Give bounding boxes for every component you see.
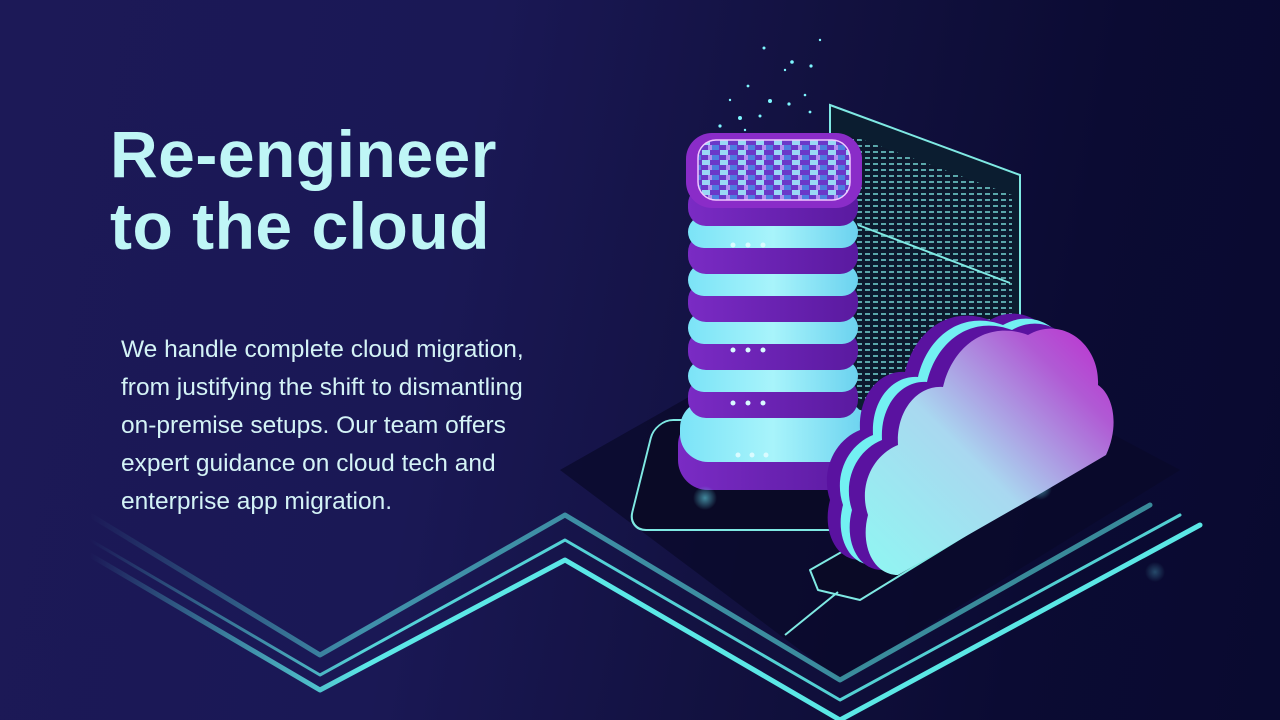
- description-line: enterprise app migration.: [121, 488, 393, 515]
- data-particles: [718, 38, 822, 132]
- description-paragraph: We handle complete cloud migration, from…: [121, 331, 591, 521]
- description-line: We handle complete cloud migration,: [121, 336, 524, 363]
- cloud-shape: [826, 313, 1114, 575]
- description-line: on-premise setups. Our team offers: [121, 412, 506, 439]
- description-line: from justifying the shift to dismantling: [121, 374, 523, 401]
- title-line-2: to the cloud: [110, 189, 490, 263]
- description-line: expert guidance on cloud tech and: [121, 450, 496, 477]
- server-stack: [678, 133, 868, 490]
- page-title: Re-engineer to the cloud: [110, 118, 497, 262]
- circuit-lines: [87, 502, 1203, 720]
- title-line-1: Re-engineer: [110, 117, 497, 191]
